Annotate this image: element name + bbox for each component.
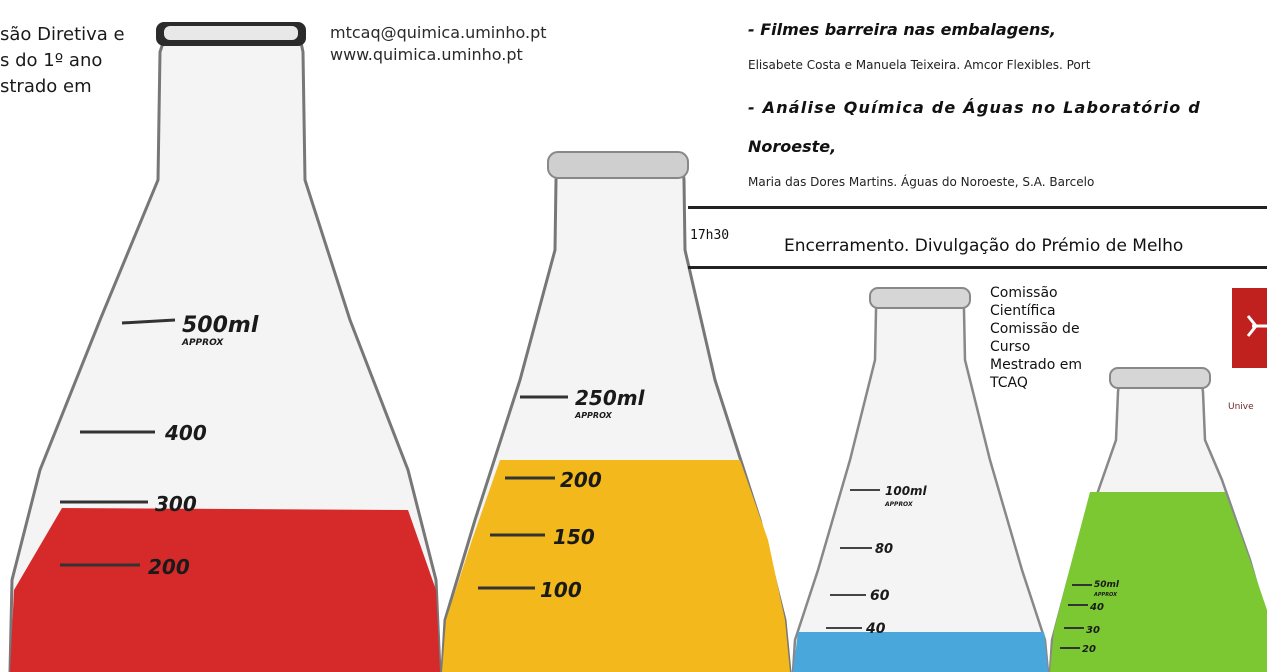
medium-flask-mark-200: 200 — [560, 468, 602, 492]
divider-bottom — [688, 266, 1267, 269]
left-text-line-3: strado em — [0, 76, 92, 97]
tiny-flask-approx: APPROX — [1093, 592, 1118, 598]
green-liquid — [1050, 492, 1267, 672]
program-item-1-title: - Filmes barreira nas embalagens, — [748, 20, 1056, 39]
program-item-2-authors: Maria das Dores Martins. Águas do Noroes… — [748, 175, 1095, 189]
divider-top — [688, 206, 1267, 209]
tiny-flask-mark-30: 30 — [1086, 625, 1100, 636]
medium-flask-approx: APPROX — [574, 411, 613, 420]
committee-block: Comissão Científica Comissão de Curso Me… — [990, 284, 1082, 392]
left-text-line-1: são Diretiva e — [0, 24, 125, 45]
small-flask-rim — [869, 287, 971, 309]
contact-website[interactable]: www.quimica.uminho.pt — [330, 45, 523, 64]
blue-liquid — [793, 632, 1048, 672]
large-flask-mark-300: 300 — [155, 492, 197, 516]
tiny-flask: 50ml APPROX 40 30 20 — [1048, 367, 1267, 672]
tiny-flask-capacity: 50ml — [1094, 580, 1120, 590]
contact-block: mtcaq@quimica.uminho.pt www.quimica.umin… — [330, 22, 547, 66]
large-flask-capacity: 500ml — [182, 313, 259, 338]
program-item-2-title: - Análise Química de Águas no Laboratóri… — [748, 98, 1201, 117]
university-logo — [1232, 288, 1267, 368]
left-text-line-2: s do 1º ano — [0, 50, 103, 71]
small-flask-mark-40: 40 — [865, 621, 886, 637]
medium-flask-mark-150: 150 — [553, 525, 595, 549]
logo-symbol-icon — [1246, 315, 1267, 337]
program-item-2-title-cont: Noroeste, — [748, 137, 837, 156]
medium-flask: 250ml APPROX 200 150 100 — [440, 151, 792, 672]
closing-time: 17h30 — [690, 228, 730, 243]
medium-flask-rim — [547, 151, 689, 179]
committee-line-3: Comissão de — [990, 321, 1080, 337]
large-flask-mark-400: 400 — [164, 421, 207, 445]
contact-email[interactable]: mtcaq@quimica.uminho.pt — [330, 23, 547, 42]
medium-flask-capacity: 250ml — [575, 386, 646, 410]
small-flask-capacity: 100ml — [885, 484, 928, 498]
university-name: Unive — [1228, 402, 1254, 412]
yellow-liquid — [442, 460, 790, 672]
large-flask: 500ml APPROX 400 300 200 — [8, 22, 442, 672]
small-flask-mark-80: 80 — [875, 542, 893, 557]
medium-flask-mark-100: 100 — [540, 578, 582, 602]
small-flask-approx: APPROX — [884, 501, 913, 508]
committee-line-1: Comissão — [990, 285, 1058, 301]
tiny-flask-mark-20: 20 — [1082, 644, 1096, 655]
tiny-flask-rim — [1109, 367, 1211, 389]
committee-line-5: Mestrado em — [990, 357, 1082, 373]
tiny-flask-mark-40: 40 — [1089, 602, 1104, 613]
small-flask-mark-60: 60 — [870, 588, 890, 604]
small-flask: 100ml APPROX 80 60 40 — [791, 287, 1050, 672]
large-flask-approx: APPROX — [181, 338, 224, 348]
closing-text: Encerramento. Divulgação do Prémio de Me… — [784, 236, 1184, 256]
committee-line-4: Curso — [990, 339, 1031, 355]
program-item-1-authors: Elisabete Costa e Manuela Teixeira. Amco… — [748, 58, 1091, 72]
committee-line-2: Científica — [990, 303, 1056, 319]
red-liquid — [10, 508, 440, 672]
large-flask-mark-200: 200 — [148, 555, 190, 579]
committee-line-6: TCAQ — [990, 375, 1028, 391]
left-partial-text: são Diretiva e s do 1º ano strado em — [0, 22, 125, 100]
